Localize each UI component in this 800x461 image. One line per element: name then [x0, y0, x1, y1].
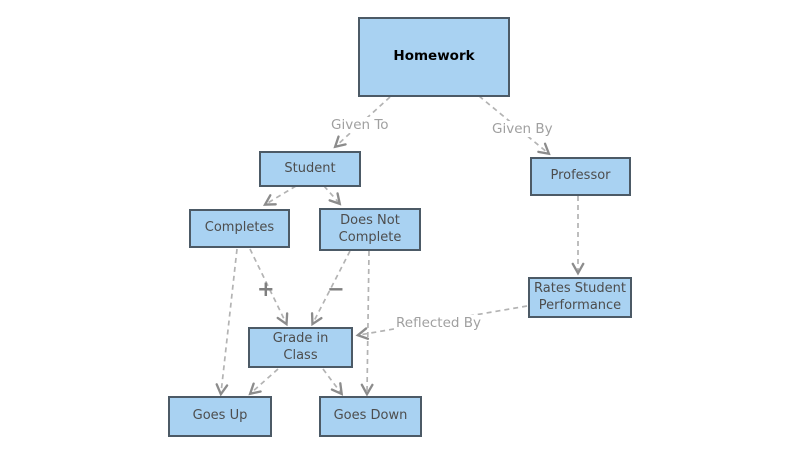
node-homework-label: Homework [393, 48, 475, 65]
edge-student-does-not-complete [323, 185, 339, 203]
node-does-not-complete[interactable]: Does Not Complete [319, 208, 421, 251]
edge-homework-professor [478, 95, 548, 153]
node-does-not-complete-label: Does Not Complete [338, 212, 402, 245]
edge-label-plus: + [257, 277, 275, 301]
node-goes-down[interactable]: Goes Down [319, 396, 422, 437]
edge-does-not-complete-grade-in-class [313, 250, 351, 323]
edge-grade-in-class-goes-down [322, 368, 341, 393]
node-professor-label: Professor [550, 168, 611, 184]
node-goes-down-label: Goes Down [333, 408, 408, 424]
node-student-label: Student [284, 160, 336, 176]
edge-label-minus: − [327, 277, 345, 301]
node-rates-student-performance-label: Rates Student Performance [534, 280, 626, 313]
edge-label-reflected-by: Reflected By [394, 315, 484, 331]
node-rates-student-performance[interactable]: Rates Student Performance [528, 277, 632, 318]
node-goes-up[interactable]: Goes Up [168, 396, 272, 437]
node-professor[interactable]: Professor [530, 157, 631, 196]
edge-label-given-by: Given By [490, 121, 555, 137]
edge-completes-goes-up [221, 248, 238, 393]
edge-student-completes [266, 185, 297, 204]
edge-grade-in-class-goes-up [251, 368, 279, 393]
node-homework[interactable]: Homework [358, 17, 510, 97]
node-grade-in-class[interactable]: Grade in Class [248, 327, 353, 368]
node-grade-in-class-label: Grade in Class [272, 330, 329, 363]
node-student[interactable]: Student [259, 151, 361, 187]
node-completes[interactable]: Completes [189, 209, 290, 248]
node-goes-up-label: Goes Up [192, 408, 248, 424]
edge-completes-grade-in-class [249, 248, 286, 323]
node-completes-label: Completes [204, 220, 275, 236]
edge-does-not-complete-goes-down [367, 250, 369, 393]
edge-label-given-to: Given To [329, 117, 391, 133]
